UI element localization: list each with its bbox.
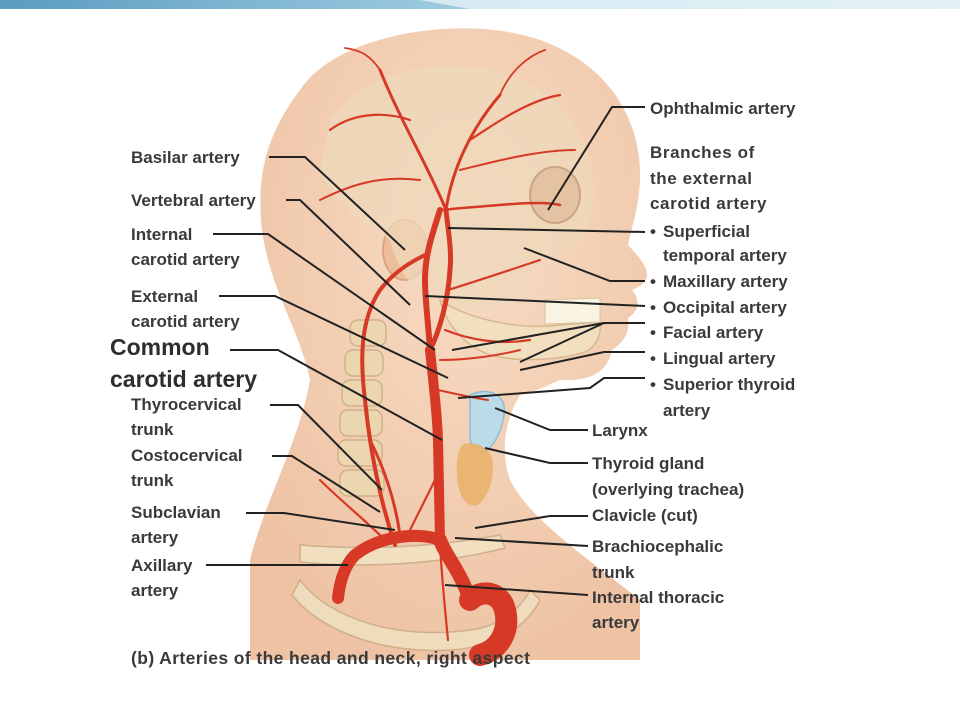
label-superior-thyroid-2: artery [663, 401, 711, 420]
label-common-carotid-1: Common [110, 334, 210, 360]
label-costocervical-2: trunk [131, 471, 174, 490]
label-brachiocephalic-1: Brachiocephalic [592, 537, 724, 556]
bullet-icon: • [650, 222, 656, 241]
label-basilar-artery: Basilar artery [131, 148, 240, 167]
bullet-icon: • [650, 375, 656, 394]
leader-clavicle [474, 515, 588, 529]
leader-lines [206, 106, 646, 596]
label-subclavian-2: artery [131, 528, 179, 547]
leader-external-carotid [219, 295, 449, 379]
leader-thyrocervical [270, 404, 383, 491]
leader-vertebral [286, 199, 411, 306]
label-internal-carotid-1: Internal [131, 225, 193, 244]
label-superior-thyroid-1: Superior thyroid [663, 375, 796, 394]
top-banner [0, 0, 960, 9]
leader-common-carotid [230, 349, 443, 441]
leader-subclavian [246, 512, 396, 531]
label-thyroid-2: (overlying trachea) [592, 480, 745, 499]
first-rib [291, 578, 541, 652]
internal-carotid-artery [422, 207, 443, 353]
label-axillary-2: artery [131, 581, 179, 600]
leader-lingual [519, 351, 645, 371]
heading-branches-line3: carotid artery [650, 194, 768, 213]
leader-ophthalmic [547, 106, 645, 211]
label-internal-thoracic-1: Internal thoracic [592, 588, 725, 607]
leader-costocervical [272, 455, 381, 513]
label-internal-carotid-2: carotid artery [131, 250, 240, 269]
label-external-carotid-2: carotid artery [131, 312, 240, 331]
label-facial-artery: Facial artery [663, 323, 764, 342]
label-vertebral-artery: Vertebral artery [131, 191, 256, 210]
leader-internal-thoracic [444, 584, 589, 596]
leader-maxillary [523, 247, 645, 282]
label-common-carotid-2: carotid artery [110, 366, 258, 392]
bullet-icon: • [650, 349, 656, 368]
heading-branches-line1: Branches of [650, 143, 755, 162]
label-thyroid-1: Thyroid gland [592, 454, 705, 473]
leader-superficial-temporal [447, 227, 646, 233]
leader-larynx [494, 407, 588, 431]
cervical-vertebrae [337, 319, 387, 497]
label-external-carotid-1: External [131, 287, 199, 306]
aortic-arch [459, 582, 518, 666]
heading-branches-line2: the external [650, 169, 753, 188]
bullet-icon: • [650, 298, 656, 317]
label-costocervical-1: Costocervical [131, 446, 243, 465]
label-maxillary-artery: Maxillary artery [663, 272, 788, 291]
label-occipital-artery: Occipital artery [663, 298, 787, 317]
label-clavicle: Clavicle (cut) [592, 506, 698, 525]
leader-superior-thyroid [457, 377, 645, 399]
thyroid-gland [456, 443, 493, 506]
teeth [544, 297, 601, 325]
label-subclavian-1: Subclavian [131, 503, 221, 522]
subclavian-artery [332, 529, 446, 604]
label-ophthalmic-artery: Ophthalmic artery [650, 99, 796, 118]
label-larynx: Larynx [592, 421, 648, 440]
leader-internal-carotid [213, 233, 436, 351]
leader-basilar [269, 156, 406, 251]
label-brachiocephalic-2: trunk [592, 563, 635, 582]
label-internal-thoracic-2: artery [592, 613, 640, 632]
label-superficial-temporal-1: Superficial [663, 222, 750, 241]
label-lingual-artery: Lingual artery [663, 349, 776, 368]
leader-brachiocephalic [454, 537, 589, 547]
leader-occipital [424, 295, 646, 307]
label-superficial-temporal-2: temporal artery [663, 246, 787, 265]
bullet-icon: • [650, 323, 656, 342]
label-thyrocervical-2: trunk [131, 420, 174, 439]
label-axillary-1: Axillary [131, 556, 193, 575]
leader-facial-2 [519, 322, 605, 363]
external-carotid-artery [427, 207, 453, 353]
figure-caption: (b) Arteries of the head and neck, right… [131, 648, 531, 668]
bullet-icon: • [650, 272, 656, 291]
orbit [529, 166, 581, 224]
leader-thyroid [484, 447, 588, 464]
label-thyrocervical-1: Thyrocervical [131, 395, 242, 414]
